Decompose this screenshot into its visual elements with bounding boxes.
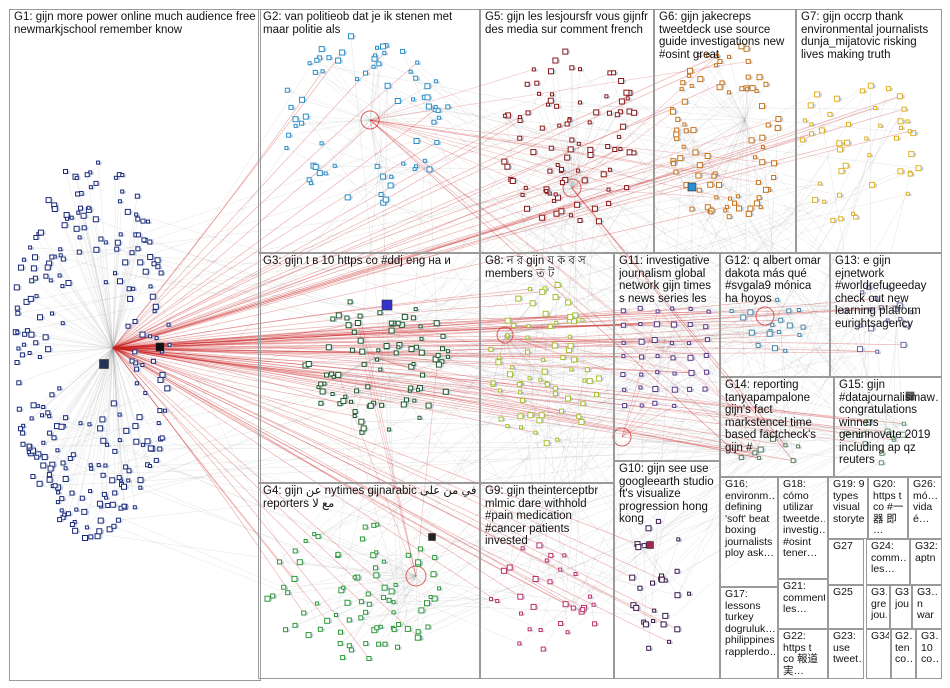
group-label: G16: environm… defining 'soft' beat boxi… <box>725 479 775 560</box>
group-box-g3z: G3… n war <box>912 585 942 629</box>
group-box-g18: G18: cómo utilizar tweetde… investig… #o… <box>778 477 828 579</box>
group-label: G2… ten co… <box>895 631 913 666</box>
group-box-g34: G34 <box>866 629 892 679</box>
group-label: G12: q albert omar dakota más qué #svgal… <box>725 255 827 305</box>
group-box-g3x: G3… gre… jou… <box>866 585 890 629</box>
group-box-g5: G5: gijn les lesjoursfr vous gijnfr des … <box>480 9 654 253</box>
group-label: G22: https t co 報道実… <box>783 631 825 677</box>
group-label: G5: gijn les lesjoursfr vous gijnfr des … <box>485 11 651 36</box>
group-box-g17: G17: lessons turkey dogruluk… philippine… <box>720 587 778 679</box>
group-box-g25: G25 <box>828 585 864 629</box>
group-label: G2: van politieob dat je ik stenen met m… <box>263 11 477 36</box>
group-box-g9: G9: gijn theinterceptbr mlmic dare withh… <box>480 483 614 679</box>
group-box-g20: G20: https t co #一 器 即 … <box>868 477 908 539</box>
group-box-g15: G15: gijn #datajournalismaw… congratulat… <box>834 377 942 477</box>
group-label: G24: comm… les… <box>871 541 907 576</box>
group-label: G32: aptn <box>915 541 939 564</box>
group-box-g26: G26: mó… vida é… <box>908 477 942 539</box>
group-label: G14: reporting tanyapampalone gijn's fac… <box>725 379 831 454</box>
group-label: G8: ন র gijn য ক ব স members ত ট <box>485 255 611 280</box>
group-label: G3… gre… jou… <box>871 587 887 622</box>
group-box-g22: G22: https t co 報道実… <box>778 629 828 679</box>
group-box-g3w: G3… 10 co… <box>916 629 942 679</box>
group-label: G3… n war <box>917 587 939 622</box>
group-label: G7: gijn occrp thank environmental journ… <box>801 11 939 61</box>
group-label: G25 <box>833 587 861 599</box>
group-box-g24: G24: comm… les… <box>866 539 910 585</box>
group-box-g2: G2: van politieob dat je ik stenen met m… <box>258 9 480 253</box>
group-label: G15: gijn #datajournalismaw… congratulat… <box>839 379 939 467</box>
group-box-g1: G1: gijn more power online much audience… <box>9 9 261 681</box>
group-label: G18: cómo utilizar tweetde… investig… #o… <box>783 479 825 560</box>
group-label: G20: https t co #一 器 即 … <box>873 479 905 537</box>
group-box-g11: G11: investigative journalism global net… <box>614 253 720 461</box>
group-box-g19: G19: 9 types visual storyte… <box>828 477 868 539</box>
group-box-g14: G14: reporting tanyapampalone gijn's fac… <box>720 377 834 477</box>
group-box-g12: G12: q albert omar dakota más qué #svgal… <box>720 253 830 377</box>
group-label: G17: lessons turkey dogruluk… philippine… <box>725 589 775 658</box>
group-label: G3: gijn t в 10 https со #ddj eng на и <box>263 255 477 268</box>
group-box-g23: G23: use tweet… <box>828 629 864 679</box>
group-box-g7: G7: gijn occrp thank environmental journ… <box>796 9 942 253</box>
group-label: G4: gijn عن nytimes gijnarabic في من على… <box>263 485 477 510</box>
group-box-g21: G21: comment les… <box>778 579 828 629</box>
group-box-g3: G3: gijn t в 10 https со #ddj eng на и <box>258 253 480 483</box>
group-label: G21: comment les… <box>783 581 825 616</box>
group-box-g3y: G3… jou… <box>890 585 912 629</box>
group-label: G26: mó… vida é… <box>913 479 939 525</box>
group-label: G9: gijn theinterceptbr mlmic dare withh… <box>485 485 611 548</box>
group-label: G10: gijn see use googleearth studio ft'… <box>619 463 717 526</box>
group-box-g13: G13: e gijn ejnetwork #worldrefugeeday c… <box>830 253 942 377</box>
group-box-g10: G10: gijn see use googleearth studio ft'… <box>614 461 720 679</box>
group-label: G1: gijn more power online much audience… <box>14 11 258 36</box>
group-box-g27: G27 <box>828 539 864 585</box>
group-box-g6: G6: gijn jakecreps tweetdeck use source … <box>654 9 796 253</box>
group-box-g16: G16: environm… defining 'soft' beat boxi… <box>720 477 778 587</box>
group-label: G19: 9 types visual storyte… <box>833 479 865 525</box>
group-label: G3… 10 co… <box>921 631 939 666</box>
group-box-g8: G8: ন র gijn য ক ব স members ত ট <box>480 253 614 483</box>
group-box-g4: G4: gijn عن nytimes gijnarabic في من على… <box>258 483 480 679</box>
group-label: G34 <box>871 631 889 643</box>
group-label: G27 <box>833 541 861 553</box>
group-label: G6: gijn jakecreps tweetdeck use source … <box>659 11 793 61</box>
group-box-g32: G32: aptn <box>910 539 942 585</box>
group-box-g2x: G2… ten co… <box>890 629 916 679</box>
group-label: G23: use tweet… <box>833 631 861 666</box>
group-label: G3… jou… <box>895 587 909 610</box>
group-label: G11: investigative journalism global net… <box>619 255 717 305</box>
group-label: G13: e gijn ejnetwork #worldrefugeeday c… <box>835 255 939 330</box>
